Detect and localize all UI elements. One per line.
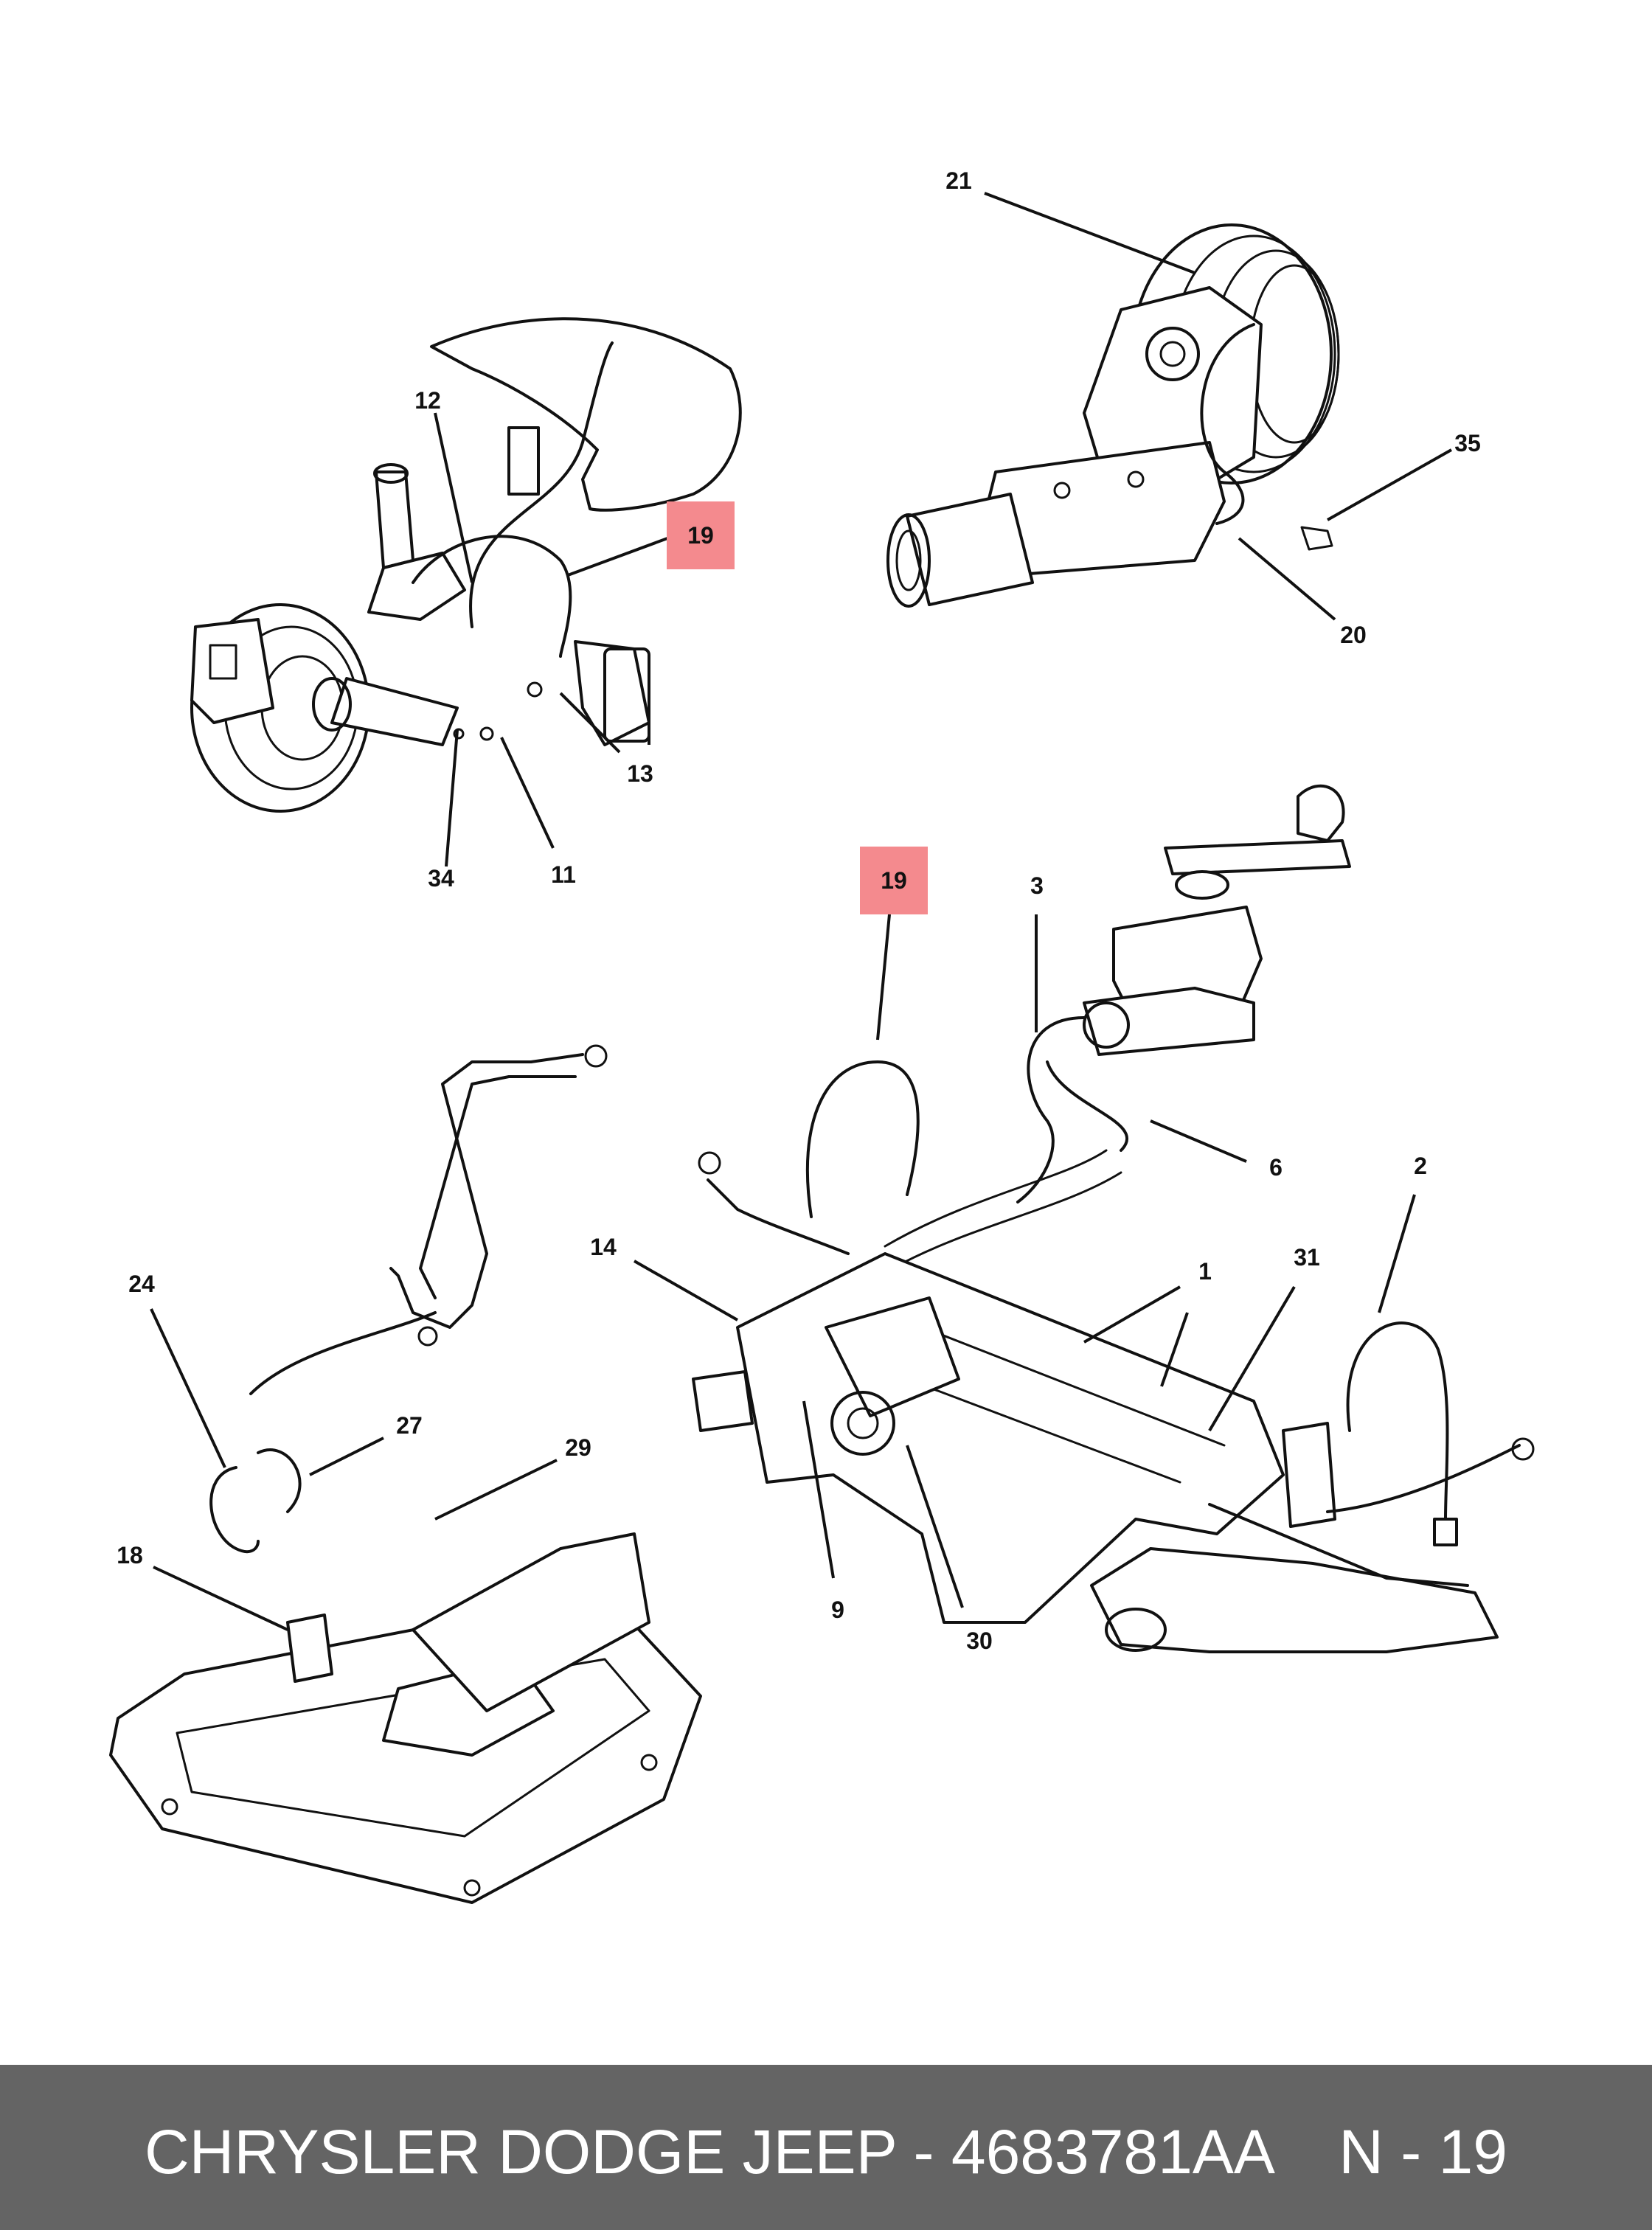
- callout-31: 31: [1294, 1244, 1320, 1271]
- callout-27: 27: [396, 1412, 423, 1439]
- parts-diagram: 21 35 20 12 19 13 34 11 19 3 6 2 31 1 14…: [109, 167, 1535, 1904]
- callout-34: 34: [428, 865, 454, 892]
- callout-1: 1: [1198, 1258, 1212, 1285]
- callout-6: 6: [1269, 1154, 1283, 1181]
- callout-2: 2: [1414, 1153, 1427, 1179]
- lines-skidplate-assembly: [109, 1044, 702, 1904]
- callout-3: 3: [1030, 872, 1044, 899]
- callout-20: 20: [1340, 622, 1367, 648]
- callout-13: 13: [627, 760, 653, 787]
- footer-part-title: CHRYSLER DODGE JEEP - 4683781AA: [145, 2117, 1275, 2186]
- highlight-box-19-top: [667, 501, 735, 569]
- callout-19-top: 19: [687, 522, 714, 549]
- rotor-assembly: [190, 317, 742, 813]
- callout-24: 24: [128, 1271, 155, 1297]
- callout-18: 18: [117, 1542, 143, 1569]
- steering-suspension-assembly: [692, 784, 1535, 1653]
- callout-19-bottom: 19: [881, 867, 907, 894]
- callout-9: 9: [831, 1597, 844, 1623]
- highlight-box-19-bottom: [860, 847, 928, 914]
- callout-11: 11: [551, 861, 576, 888]
- callout-35: 35: [1454, 430, 1481, 456]
- leader-lines: [150, 192, 1452, 1631]
- callout-21: 21: [945, 167, 972, 194]
- callout-14: 14: [590, 1234, 617, 1260]
- callout-29: 29: [565, 1434, 591, 1461]
- footer-bar: CHRYSLER DODGE JEEP - 4683781AA N - 19: [0, 2065, 1652, 2230]
- footer-page-label: N - 19: [1339, 2117, 1507, 2186]
- booster-assembly: [886, 223, 1340, 608]
- callout-12: 12: [414, 387, 441, 414]
- callout-30: 30: [966, 1628, 993, 1654]
